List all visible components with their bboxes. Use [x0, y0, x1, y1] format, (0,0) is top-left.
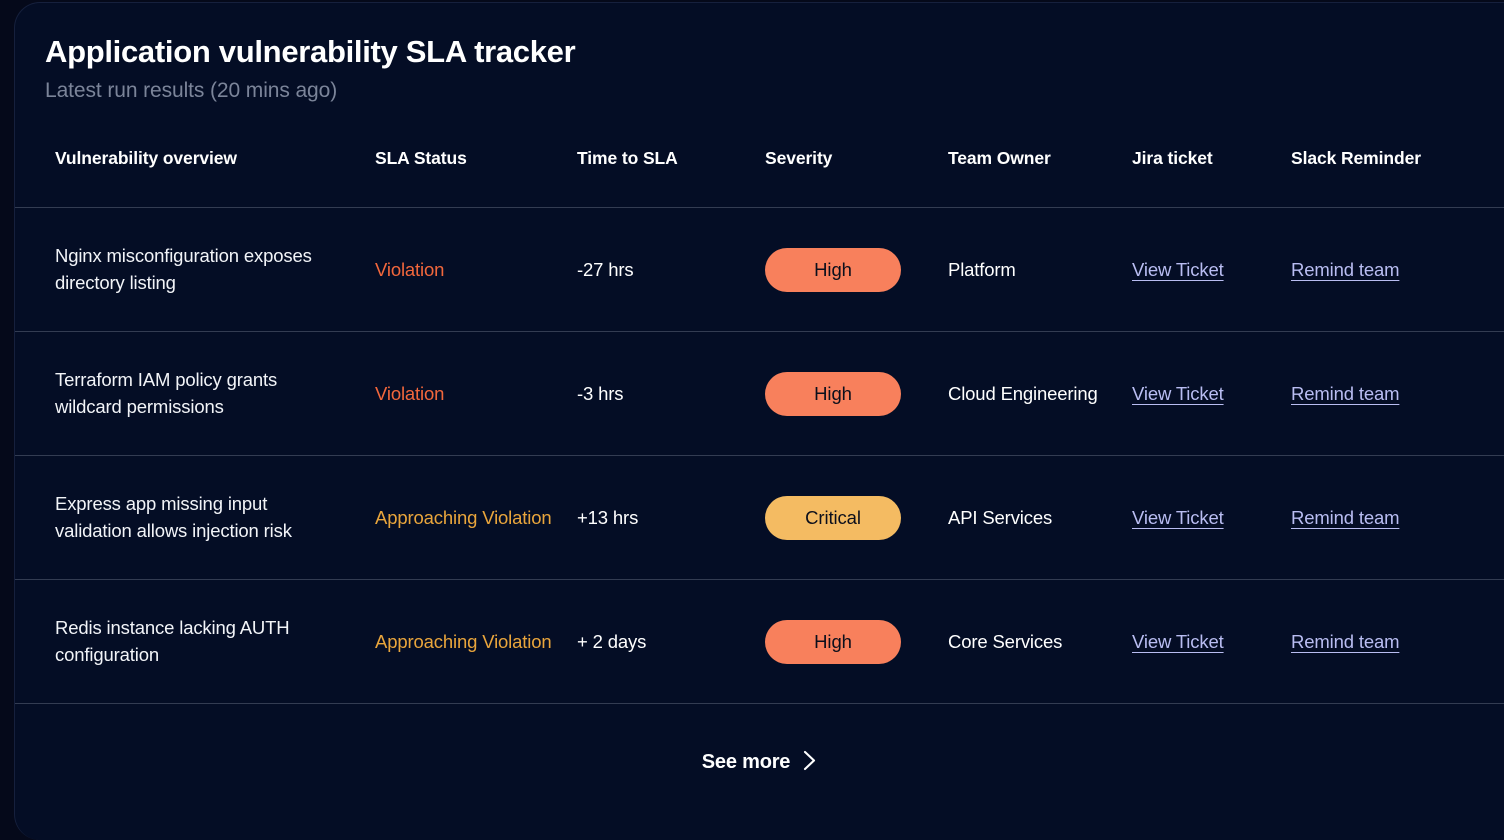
- sla-status-text: Violation: [375, 258, 445, 280]
- sla-status-text: Violation: [375, 382, 445, 404]
- cell-slack-reminder: Remind team: [1291, 208, 1504, 332]
- cell-severity: High: [765, 580, 948, 704]
- remind-team-link[interactable]: Remind team: [1291, 506, 1400, 528]
- vulnerability-table: Vulnerability overview SLA Status Time t…: [15, 148, 1504, 704]
- cell-sla-status: Violation: [375, 208, 577, 332]
- cell-vulnerability: Nginx misconfiguration exposes directory…: [15, 208, 375, 332]
- cell-vulnerability: Terraform IAM policy grants wildcard per…: [15, 332, 375, 456]
- cell-time-to-sla: -27 hrs: [577, 208, 765, 332]
- cell-time-to-sla: + 2 days: [577, 580, 765, 704]
- page-subtitle: Latest run results (20 mins ago): [45, 79, 338, 103]
- remind-team-link[interactable]: Remind team: [1291, 258, 1400, 280]
- severity-badge: High: [765, 619, 901, 664]
- time-to-sla-text: -27 hrs: [577, 258, 634, 280]
- cell-time-to-sla: -3 hrs: [577, 332, 765, 456]
- table-row: Express app missing input validation all…: [15, 456, 1504, 580]
- cell-severity: High: [765, 332, 948, 456]
- column-header-vulnerability: Vulnerability overview: [55, 148, 237, 169]
- table-header-row: Vulnerability overview SLA Status Time t…: [15, 148, 1504, 208]
- cell-slack-reminder: Remind team: [1291, 580, 1504, 704]
- cell-time-to-sla: +13 hrs: [577, 456, 765, 580]
- cell-severity: High: [765, 208, 948, 332]
- view-ticket-link[interactable]: View Ticket: [1132, 382, 1224, 404]
- vulnerability-text: Terraform IAM policy grants wildcard per…: [55, 369, 278, 417]
- cell-jira-ticket: View Ticket: [1132, 208, 1291, 332]
- column-header-sla-status: SLA Status: [375, 148, 467, 169]
- table-row: Redis instance lacking AUTH configuratio…: [15, 580, 1504, 704]
- sla-status-text: Approaching Violation: [375, 630, 552, 652]
- time-to-sla-text: -3 hrs: [577, 382, 624, 404]
- view-ticket-link[interactable]: View Ticket: [1132, 258, 1224, 280]
- team-owner-text: Cloud Engineering: [948, 382, 1098, 404]
- sla-status-text: Approaching Violation: [375, 506, 552, 528]
- see-more-label: See more: [701, 750, 791, 773]
- vulnerability-text: Express app missing input validation all…: [55, 493, 292, 541]
- cell-slack-reminder: Remind team: [1291, 332, 1504, 456]
- severity-badge: High: [765, 247, 901, 292]
- team-owner-text: Core Services: [948, 630, 1063, 652]
- page-title: Application vulnerability SLA tracker: [45, 34, 576, 69]
- table-row: Nginx misconfiguration exposes directory…: [15, 208, 1504, 332]
- severity-badge: Critical: [765, 495, 901, 540]
- cell-team-owner: Core Services: [948, 580, 1132, 704]
- table-header: Vulnerability overview SLA Status Time t…: [15, 148, 1504, 208]
- remind-team-link[interactable]: Remind team: [1291, 382, 1400, 404]
- chevron-right-icon: [803, 750, 817, 774]
- view-ticket-link[interactable]: View Ticket: [1132, 630, 1224, 652]
- cell-slack-reminder: Remind team: [1291, 456, 1504, 580]
- cell-team-owner: API Services: [948, 456, 1132, 580]
- column-header-severity: Severity: [765, 148, 833, 169]
- cell-jira-ticket: View Ticket: [1132, 580, 1291, 704]
- cell-sla-status: Approaching Violation: [375, 580, 577, 704]
- vulnerability-text: Redis instance lacking AUTH configuratio…: [55, 617, 290, 665]
- cell-sla-status: Violation: [375, 332, 577, 456]
- team-owner-text: API Services: [948, 506, 1053, 528]
- view-ticket-link[interactable]: View Ticket: [1132, 506, 1224, 528]
- team-owner-text: Platform: [948, 258, 1016, 280]
- table-row: Terraform IAM policy grants wildcard per…: [15, 332, 1504, 456]
- cell-team-owner: Cloud Engineering: [948, 332, 1132, 456]
- cell-sla-status: Approaching Violation: [375, 456, 577, 580]
- remind-team-link[interactable]: Remind team: [1291, 630, 1400, 652]
- cell-jira-ticket: View Ticket: [1132, 332, 1291, 456]
- sla-tracker-card: Application vulnerability SLA tracker La…: [14, 2, 1504, 840]
- see-more-button[interactable]: See more: [702, 750, 817, 774]
- cell-vulnerability: Express app missing input validation all…: [15, 456, 375, 580]
- cell-team-owner: Platform: [948, 208, 1132, 332]
- time-to-sla-text: +13 hrs: [577, 506, 639, 528]
- severity-badge: High: [765, 371, 901, 416]
- cell-jira-ticket: View Ticket: [1132, 456, 1291, 580]
- card-header: Application vulnerability SLA tracker La…: [15, 3, 1504, 103]
- table-body: Nginx misconfiguration exposes directory…: [15, 208, 1504, 704]
- column-header-jira-ticket: Jira ticket: [1132, 148, 1213, 169]
- column-header-team-owner: Team Owner: [948, 148, 1051, 169]
- column-header-time-to-sla: Time to SLA: [577, 148, 678, 169]
- cell-severity: Critical: [765, 456, 948, 580]
- cell-vulnerability: Redis instance lacking AUTH configuratio…: [15, 580, 375, 704]
- column-header-slack-reminder: Slack Reminder: [1291, 148, 1421, 169]
- vulnerability-text: Nginx misconfiguration exposes directory…: [55, 245, 312, 293]
- time-to-sla-text: + 2 days: [577, 630, 647, 652]
- table-footer: See more: [15, 704, 1504, 774]
